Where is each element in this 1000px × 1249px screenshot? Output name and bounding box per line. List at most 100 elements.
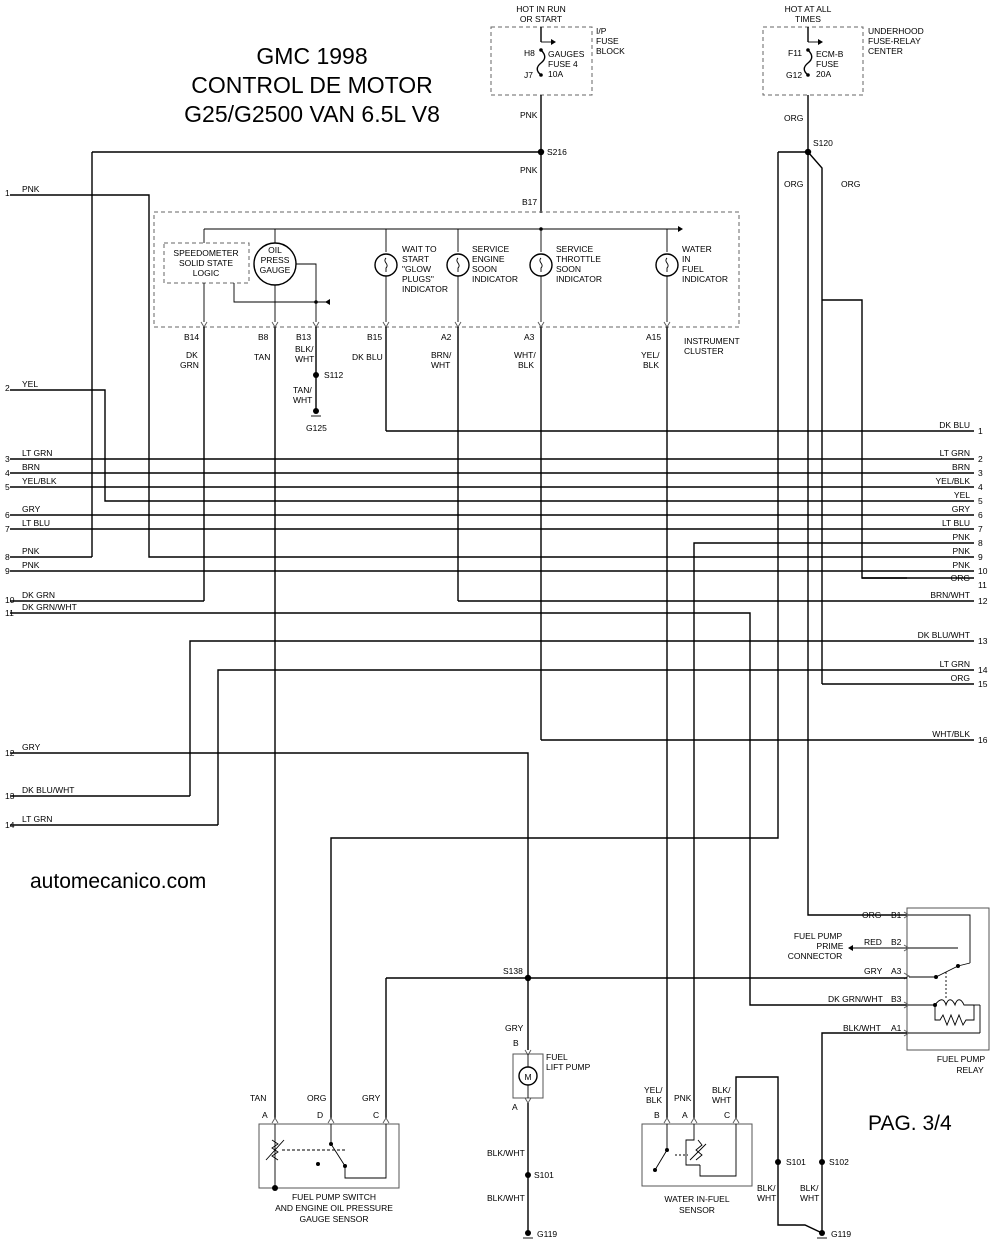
left-label-10: DK GRN xyxy=(22,590,55,600)
wire-pnk-1-to-9 xyxy=(10,194,974,558)
glow-plug-indicator: WAIT TO START "GLOW PLUGS" INDICATOR xyxy=(374,244,448,322)
oil-line-2: PRESS xyxy=(261,255,290,265)
throttle-filament xyxy=(539,257,543,272)
speedo-line-2: SOLID STATE xyxy=(179,258,233,268)
s101-left-splice xyxy=(525,1172,531,1178)
wif-a-internal xyxy=(685,1124,700,1166)
relay-pin-a1: A1 xyxy=(891,1023,902,1033)
lift-name-line-2: LIFT PUMP xyxy=(546,1062,591,1072)
g125-ground-icon xyxy=(313,408,319,414)
s102-label: S102 xyxy=(829,1157,849,1167)
left-label-9: PNK xyxy=(22,560,40,570)
left-label-3: LT GRN xyxy=(22,448,52,458)
water-in-fuel-sensor: YEL/ BLK PNK BLK/ WHT B A C WATER IN-FUE… xyxy=(641,1032,907,1239)
wire-org-to-switch-d xyxy=(330,627,779,1118)
relay-pin-b3: B3 xyxy=(891,994,902,1004)
s216-wire-label: PNK xyxy=(520,165,538,175)
s120-label: S120 xyxy=(813,138,833,148)
left-label-11: DK GRN/WHT xyxy=(22,602,77,612)
water-in-fuel-sensor-outline xyxy=(641,1123,753,1187)
relay-wire-b1: ORG xyxy=(862,910,881,920)
right-num-1: 1 xyxy=(978,426,983,436)
relay-wire-b2: RED xyxy=(864,937,882,947)
left-num-2: 2 xyxy=(5,383,10,393)
right-num-2: 2 xyxy=(978,454,983,464)
uh-pin-bottom: G12 xyxy=(786,70,802,80)
cluster-name-line-1: INSTRUMENT xyxy=(684,336,740,346)
engine-line-4: INDICATOR xyxy=(472,274,518,284)
switch-chevron-d-icon xyxy=(327,1117,335,1124)
s101-wire-1: BLK/ xyxy=(757,1183,776,1193)
right-num-14: 14 xyxy=(978,665,988,675)
service-throttle-bulb-icon xyxy=(529,253,553,277)
relay-resistor-icon xyxy=(934,1005,975,1027)
relay-pin-b2: B2 xyxy=(891,937,902,947)
switch-pin-c: C xyxy=(373,1110,379,1120)
right-label-8: PNK xyxy=(953,532,971,542)
engine-line-2: ENGINE xyxy=(472,254,505,264)
website-label: automecanico.com xyxy=(30,870,206,893)
left-label-2: YEL xyxy=(22,379,38,389)
glow-line-4: PLUGS" xyxy=(402,274,434,284)
glow-filament xyxy=(384,257,388,272)
wif-name-line-1: WATER IN-FUEL xyxy=(664,1194,729,1204)
relay-switch-blade xyxy=(935,965,959,978)
s120-right-wire-label: ORG xyxy=(841,179,860,189)
diagram-title: GMC 1998 CONTROL DE MOTOR G25/G2500 VAN … xyxy=(184,43,440,127)
b14-wire-line-1: DK xyxy=(186,350,198,360)
wif-name-line-2: SENSOR xyxy=(679,1205,715,1215)
lift-name-line-1: FUEL xyxy=(546,1052,568,1062)
switch-c-internal xyxy=(344,1124,387,1179)
left-num-7: 7 xyxy=(5,524,10,534)
water-line-4: INDICATOR xyxy=(682,274,728,284)
wire-yel-2-to-5 xyxy=(10,389,974,502)
pin-b13: B13 xyxy=(296,332,311,342)
uh-fuse-term-top xyxy=(806,48,810,52)
left-label-14: LT GRN xyxy=(22,814,52,824)
right-num-9: 9 xyxy=(978,552,983,562)
ip-out-wire: PNK xyxy=(520,110,538,120)
left-num-12: 12 xyxy=(5,748,15,758)
left-num-13: 13 xyxy=(5,791,15,801)
right-label-11: ORG xyxy=(951,573,970,583)
right-num-12: 12 xyxy=(978,596,988,606)
water-in-fuel-bulb-icon xyxy=(655,253,679,277)
ip-pin-top: H8 xyxy=(524,48,535,58)
s101-right-label: S101 xyxy=(786,1157,806,1167)
uh-block-line-2: FUSE-RELAY xyxy=(868,36,921,46)
wif-switch-contact xyxy=(653,1168,657,1172)
switch-wire-a: TAN xyxy=(250,1093,266,1103)
s138-splice xyxy=(524,974,532,982)
relay-coil-icon xyxy=(934,999,974,1007)
wire-pnk-r8 xyxy=(693,542,974,1075)
right-num-5: 5 xyxy=(978,496,983,506)
wire-gry-12 xyxy=(10,752,529,1050)
ip-fuse-icon xyxy=(536,49,546,76)
uh-block-line-3: CENTER xyxy=(868,46,903,56)
ip-pin-bottom: J7 xyxy=(524,70,533,80)
switch-chevron-c-icon xyxy=(382,1117,390,1124)
ip-hot-line-1: HOT IN RUN xyxy=(516,4,565,14)
wif-pin-b: B xyxy=(654,1110,660,1120)
water-line-3: FUEL xyxy=(682,264,704,274)
sensor-variable-arrow xyxy=(265,1139,285,1161)
right-label-7: LT BLU xyxy=(942,518,970,528)
chevron-a15-icon xyxy=(663,321,671,328)
g119-left-ground-icon xyxy=(525,1230,531,1236)
pin-b8: B8 xyxy=(258,332,269,342)
right-label-15: ORG xyxy=(951,673,970,683)
uh-fuse-line-2: FUSE xyxy=(816,59,839,69)
wif-chevron-a-icon xyxy=(690,1117,698,1124)
left-num-4: 4 xyxy=(5,468,10,478)
switch-blade-icon xyxy=(330,1143,346,1167)
switch-name-line-3: GAUGE SENSOR xyxy=(300,1214,369,1224)
pin-b15: B15 xyxy=(367,332,382,342)
lift-wire-bottom-1: BLK/WHT xyxy=(487,1148,525,1158)
right-num-16: 16 xyxy=(978,735,988,745)
ip-block-line-1: I/P xyxy=(596,26,607,36)
s120-relay-feed xyxy=(807,152,907,916)
s102-wire-1: BLK/ xyxy=(800,1183,819,1193)
glow-line-2: START xyxy=(402,254,429,264)
wif-pin-c: C xyxy=(724,1110,730,1120)
water-in-fuel-indicator: WATER IN FUEL INDICATOR xyxy=(655,244,728,322)
